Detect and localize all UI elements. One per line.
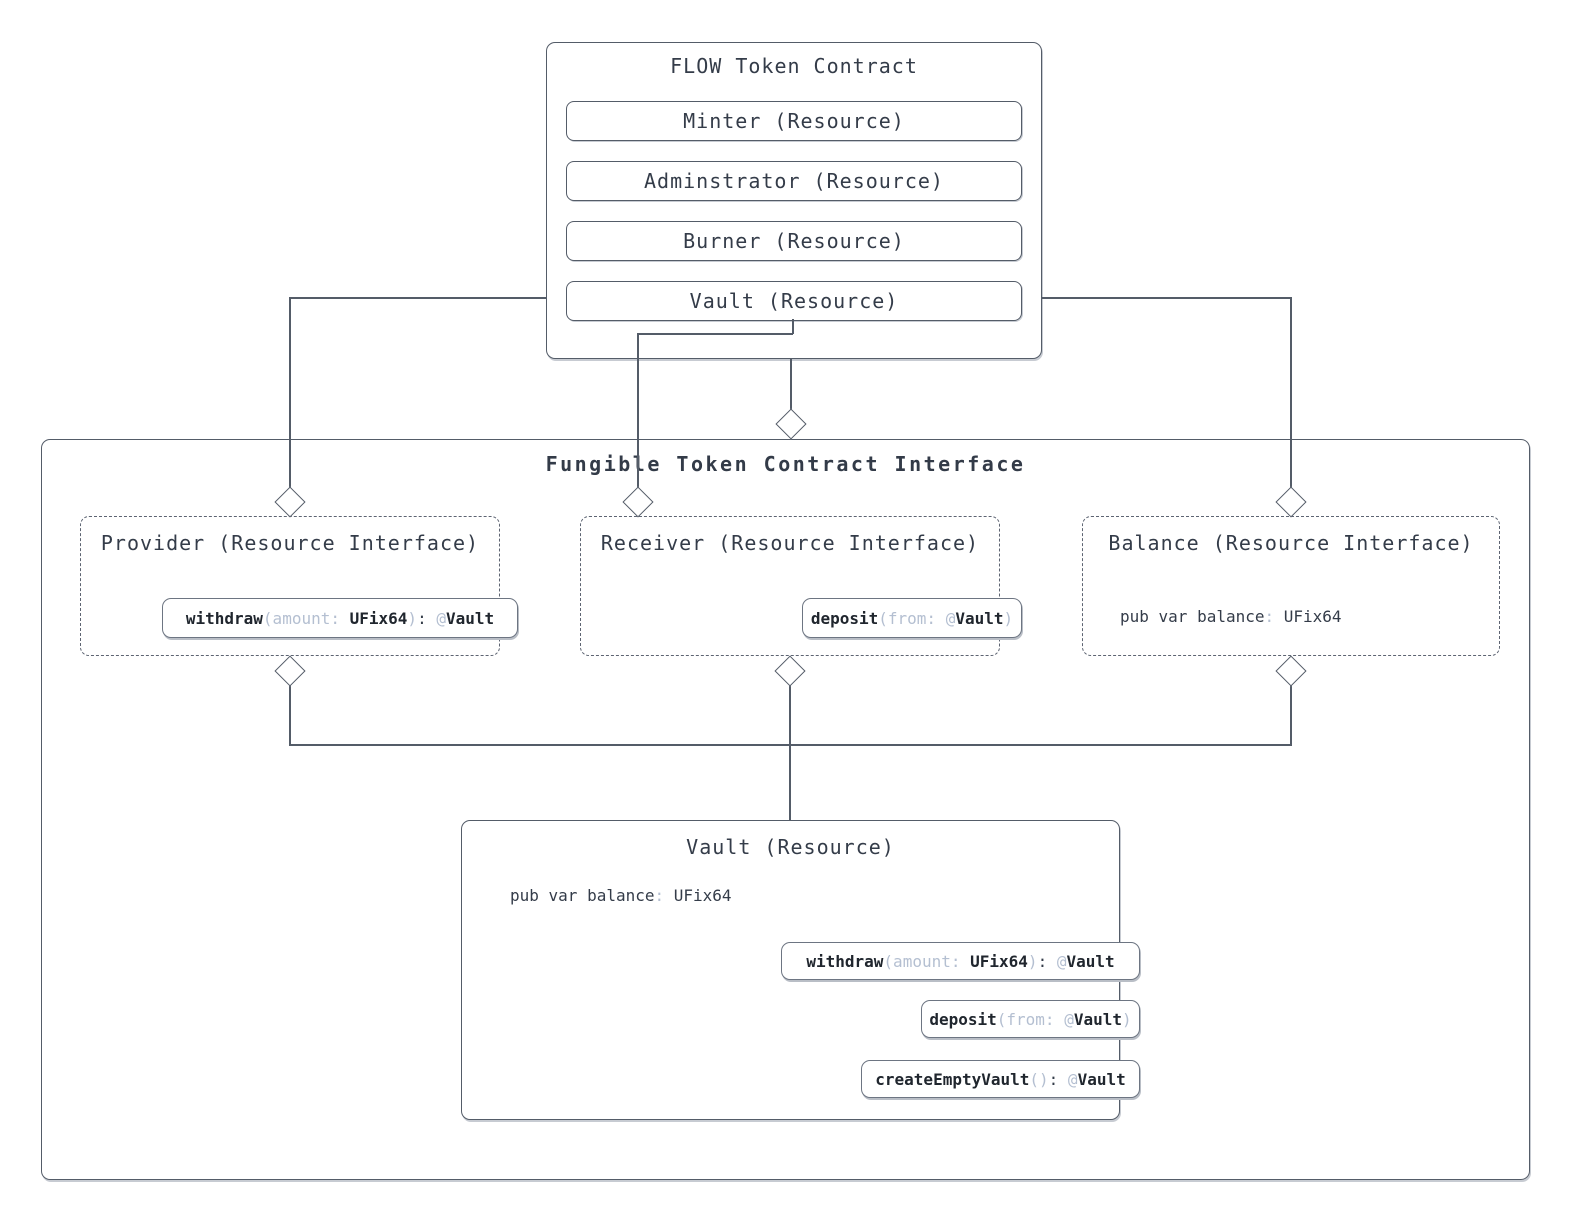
connector-line [289,297,291,489]
balance-interface-title: Balance (Resource Interface) [1108,531,1474,555]
provider-interface-title: Provider (Resource Interface) [100,531,480,555]
adminstrator-resource-node: Adminstrator (Resource) [566,161,1022,201]
balance-field: pub var balance: UFix64 [1120,607,1342,626]
receiver-deposit-method: deposit(from: @Vault) [802,598,1022,638]
vault-balance-field: pub var balance: UFix64 [510,886,732,905]
vault-resource-node: Vault (Resource) [566,281,1022,321]
minter-resource-node: Minter (Resource) [566,101,1022,141]
burner-resource-node: Burner (Resource) [566,221,1022,261]
receiver-interface-title: Receiver (Resource Interface) [600,531,980,555]
connector-line [792,319,794,334]
connector-line [289,685,291,746]
vault-withdraw-method: withdraw(amount: UFix64): @Vault [781,942,1140,980]
vault-deposit-method: deposit(from: @Vault) [921,1000,1140,1038]
connector-line [790,359,792,411]
aggregation-diamond-icon [774,407,807,440]
provider-interface-node: Provider (Resource Interface) [80,516,500,656]
fungible-token-interface-title: Fungible Token Contract Interface [545,452,1026,476]
connector-line [637,333,793,335]
receiver-interface-node: Receiver (Resource Interface) [580,516,1000,656]
connector-line [789,685,791,820]
flow-token-contract-title: FLOW Token Contract [670,54,918,78]
vault-create-empty-vault-method: createEmptyVault(): @Vault [861,1060,1140,1098]
flow-token-contract-node: FLOW Token Contract Minter (Resource) Ad… [546,42,1042,359]
provider-withdraw-method: withdraw(amount: UFix64): @Vault [162,598,518,638]
vault-resource-detail-title: Vault (Resource) [686,835,895,859]
connector-line [290,297,547,299]
connector-line [1290,685,1292,746]
fungible-token-interface-node [41,439,1530,1180]
connector-line [289,744,1291,746]
connector-line [1290,297,1292,489]
connector-line [1041,297,1291,299]
balance-interface-node: Balance (Resource Interface) [1082,516,1500,656]
connector-line [637,333,639,489]
